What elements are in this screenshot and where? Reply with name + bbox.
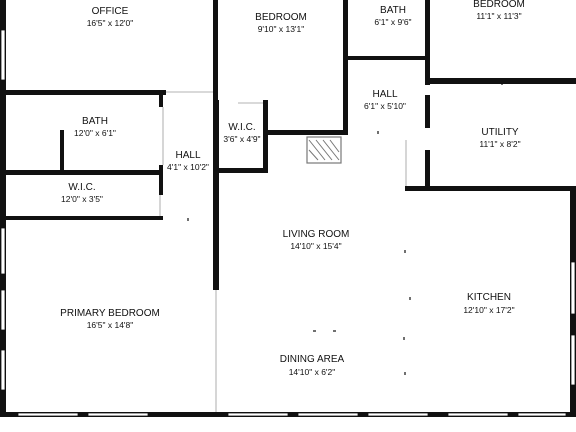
wall-utility-left-upper xyxy=(425,95,430,128)
hall-right-dims: 6'1" x 5'10" xyxy=(364,101,406,111)
hall-left-dims: 4'1" x 10'2" xyxy=(167,162,209,172)
kitchen-label: KITCHEN xyxy=(467,292,511,303)
window-left-4 xyxy=(0,29,6,81)
window-bottom-7 xyxy=(517,412,567,417)
wall-spine-lower xyxy=(213,100,219,290)
fixture-ticks xyxy=(187,82,503,375)
window-bottom-4 xyxy=(297,412,359,417)
living-room-dims: 14'10" x 15'4" xyxy=(290,241,341,251)
wall-bath-top-bottom xyxy=(343,56,428,60)
dining-area-dims: 14'10" x 6'2" xyxy=(289,367,336,377)
window-bottom-1 xyxy=(17,412,79,417)
office-dims: 16'5" x 12'0" xyxy=(87,18,134,28)
bedroom-right-dims: 11'1" x 11'3" xyxy=(476,11,521,21)
hall-right-label: HALL xyxy=(372,89,397,100)
primary-bedroom-label: PRIMARY BEDROOM xyxy=(60,308,160,319)
bath-left-dims: 12'0" x 6'1" xyxy=(74,128,116,138)
wall-bath-top-right xyxy=(425,0,430,85)
wall-bedroom-right-bottom xyxy=(430,78,576,84)
fireplace-hatch xyxy=(308,139,340,161)
wall-bedroom-bottom xyxy=(263,130,348,135)
fireplace xyxy=(306,136,342,164)
wic-center-label: W.I.C. xyxy=(228,122,255,133)
hall-left-label: HALL xyxy=(175,150,200,161)
wall-hall-center xyxy=(343,60,348,135)
wall-wic-bottom xyxy=(0,216,163,220)
exterior-wall-left xyxy=(0,0,6,417)
doors xyxy=(159,91,407,412)
wall-utility-bottom xyxy=(405,186,576,191)
wic-left-dims: 12'0" x 3'5" xyxy=(61,194,103,204)
utility-dims: 11'1" x 8'2" xyxy=(479,139,520,149)
living-room-label: LIVING ROOM xyxy=(283,229,350,240)
wall-bath-bottom xyxy=(0,170,163,175)
window-bottom-5 xyxy=(367,412,429,417)
bedroom-center-label: BEDROOM xyxy=(255,12,307,23)
wall-utility-left-lower xyxy=(425,150,430,190)
office-label: OFFICE xyxy=(92,6,129,17)
bath-left-label: BATH xyxy=(82,116,108,127)
bath-top-dims: 6'1" x 9'6" xyxy=(374,17,411,27)
bath-top-label: BATH xyxy=(380,5,406,16)
wall-hall-left xyxy=(159,95,163,107)
dining-area-label: DINING AREA xyxy=(280,354,345,365)
bedroom-right-label: BEDROOM xyxy=(473,0,525,10)
utility-label: UTILITY xyxy=(481,127,519,138)
wall-hall-left-lower xyxy=(159,165,163,195)
window-bottom-6 xyxy=(447,412,509,417)
window-bottom-2 xyxy=(87,412,149,417)
window-left-1 xyxy=(0,227,6,275)
wall-bath-inner xyxy=(60,130,64,172)
wall-office-bottom xyxy=(0,90,166,95)
wall-wic-bottom-center xyxy=(213,168,268,173)
windows xyxy=(0,29,576,417)
window-right-1 xyxy=(570,261,576,315)
wic-center-dims: 3'6" x 4'9" xyxy=(223,134,260,144)
window-bottom-3 xyxy=(227,412,289,417)
primary-bedroom-dims: 16'5" x 14'8" xyxy=(87,320,134,330)
room-labels: OFFICE 16'5" x 12'0" BEDROOM 9'10" x 13'… xyxy=(60,0,525,377)
bedroom-center-dims: 9'10" x 13'1" xyxy=(258,24,305,34)
wall-spine-upper xyxy=(213,0,218,100)
kitchen-dims: 12'10" x 17'2" xyxy=(463,305,514,315)
window-left-3 xyxy=(0,349,6,391)
window-left-2 xyxy=(0,289,6,331)
wall-bath-top-left xyxy=(343,0,348,60)
wic-left-label: W.I.C. xyxy=(68,182,95,193)
window-right-2 xyxy=(570,334,576,386)
